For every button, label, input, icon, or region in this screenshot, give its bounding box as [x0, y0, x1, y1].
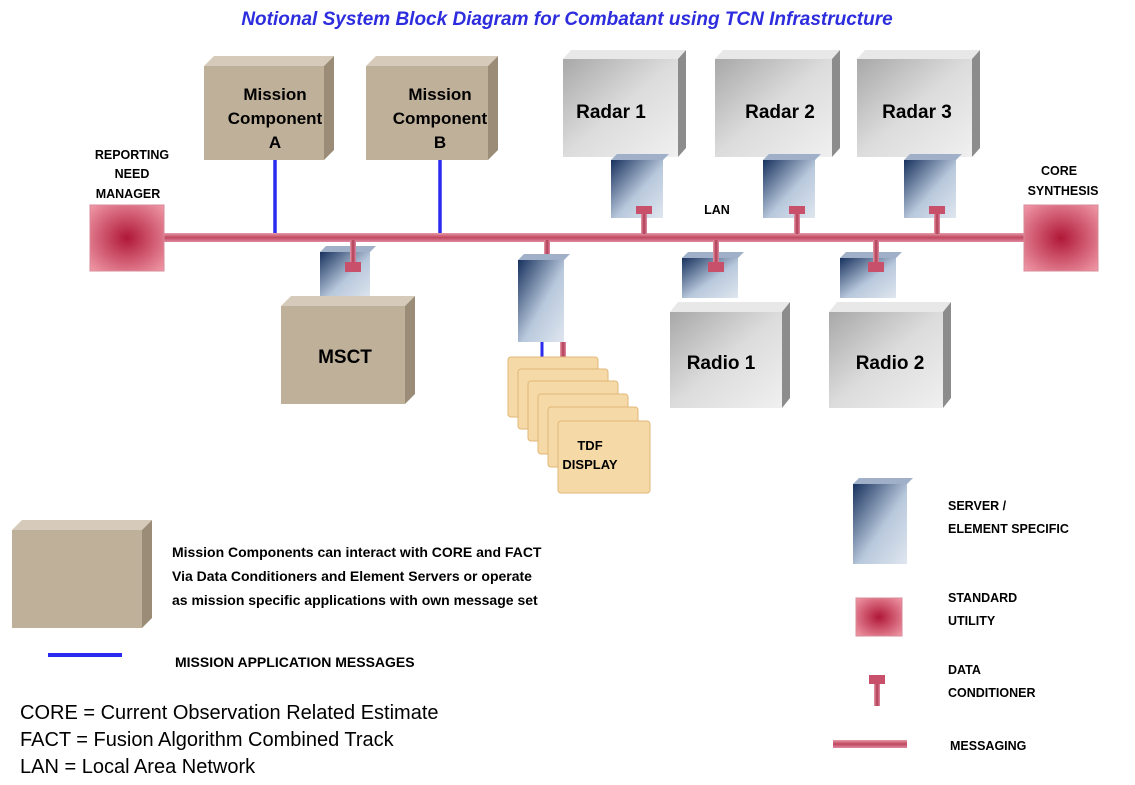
lan-label: LAN: [704, 203, 730, 217]
radio-1: Radio 1: [670, 302, 790, 408]
abbr-fact: FACT = Fusion Algorithm Combined Track: [20, 729, 395, 751]
svg-text:SYNTHESIS: SYNTHESIS: [1028, 184, 1099, 198]
svg-text:Radio 1: Radio 1: [687, 353, 756, 374]
legend-server-line-1: SERVER /: [948, 499, 1007, 513]
tdf-messaging-link: [560, 342, 566, 358]
svg-text:Radar 2: Radar 2: [745, 102, 815, 123]
svg-text:B: B: [434, 133, 446, 152]
data-conditioner-msct: [345, 240, 361, 272]
svg-text:Component: Component: [228, 109, 323, 128]
legend-data-conditioner-icon: [869, 675, 885, 706]
data-conditioner-radio-1: [708, 240, 724, 272]
svg-text:Radio 2: Radio 2: [856, 353, 925, 374]
data-conditioner-radio-2: [868, 240, 884, 272]
legend-conditioner-line-1: DATA: [948, 663, 981, 677]
abbr-core: CORE = Current Observation Related Estim…: [20, 702, 439, 724]
svg-text:Mission: Mission: [243, 85, 306, 104]
legend-utility-icon: [855, 597, 903, 637]
svg-text:Radar 1: Radar 1: [576, 102, 646, 123]
svg-text:MSCT: MSCT: [318, 347, 372, 368]
core-synthesis: CORE SYNTHESIS: [1023, 164, 1099, 272]
svg-text:A: A: [269, 133, 281, 152]
bus-drop-tdf: [544, 240, 550, 254]
server-tdf: [518, 254, 570, 342]
svg-text:MANAGER: MANAGER: [96, 187, 161, 201]
svg-text:TDF: TDF: [577, 438, 602, 453]
msct-box: MSCT: [281, 296, 415, 404]
legend-messaging-label: MESSAGING: [950, 739, 1026, 753]
legend-server-icon: [853, 478, 913, 564]
svg-text:Component: Component: [393, 109, 488, 128]
radar-3: Radar 3: [857, 50, 980, 157]
svg-text:NEED: NEED: [115, 167, 150, 181]
data-conditioner-radar-2: [789, 206, 805, 234]
legend-mission-messages: MISSION APPLICATION MESSAGES: [175, 654, 415, 670]
mission-component-a: Mission Component A: [204, 56, 334, 160]
legend-conditioner-line-2: CONDITIONER: [948, 686, 1036, 700]
radar-1: Radar 1: [563, 50, 686, 157]
diagram-title: Notional System Block Diagram for Combat…: [241, 9, 893, 30]
mission-component-b: Mission Component B: [366, 56, 498, 160]
svg-text:Mission: Mission: [408, 85, 471, 104]
lan-bus: [160, 233, 1032, 242]
svg-text:REPORTING: REPORTING: [95, 148, 169, 162]
svg-text:Radar 3: Radar 3: [882, 102, 952, 123]
legend-mission-box: [12, 520, 152, 628]
legend-utility-line-1: STANDARD: [948, 591, 1017, 605]
server-radio-2: [840, 252, 902, 298]
tdf-display-stack: TDF DISPLAY: [507, 356, 651, 494]
radar-2: Radar 2: [715, 50, 840, 157]
svg-text:DISPLAY: DISPLAY: [562, 457, 617, 472]
data-conditioner-radar-3: [929, 206, 945, 234]
radio-2: Radio 2: [829, 302, 951, 408]
legend-server-line-2: ELEMENT SPECIFIC: [948, 522, 1069, 536]
legend-messaging-icon: [833, 740, 907, 748]
legend-note-line-2: Via Data Conditioners and Element Server…: [172, 568, 532, 584]
server-msct: [320, 246, 376, 300]
legend-note-line-1: Mission Components can interact with COR…: [172, 544, 542, 560]
legend-note-line-3: as mission specific applications with ow…: [172, 592, 538, 608]
data-conditioner-radar-1: [636, 206, 652, 234]
reporting-need-manager: REPORTING NEED MANAGER: [89, 148, 169, 272]
svg-text:CORE: CORE: [1041, 164, 1077, 178]
legend-utility-line-2: UTILITY: [948, 614, 996, 628]
abbr-lan: LAN = Local Area Network: [20, 756, 256, 778]
